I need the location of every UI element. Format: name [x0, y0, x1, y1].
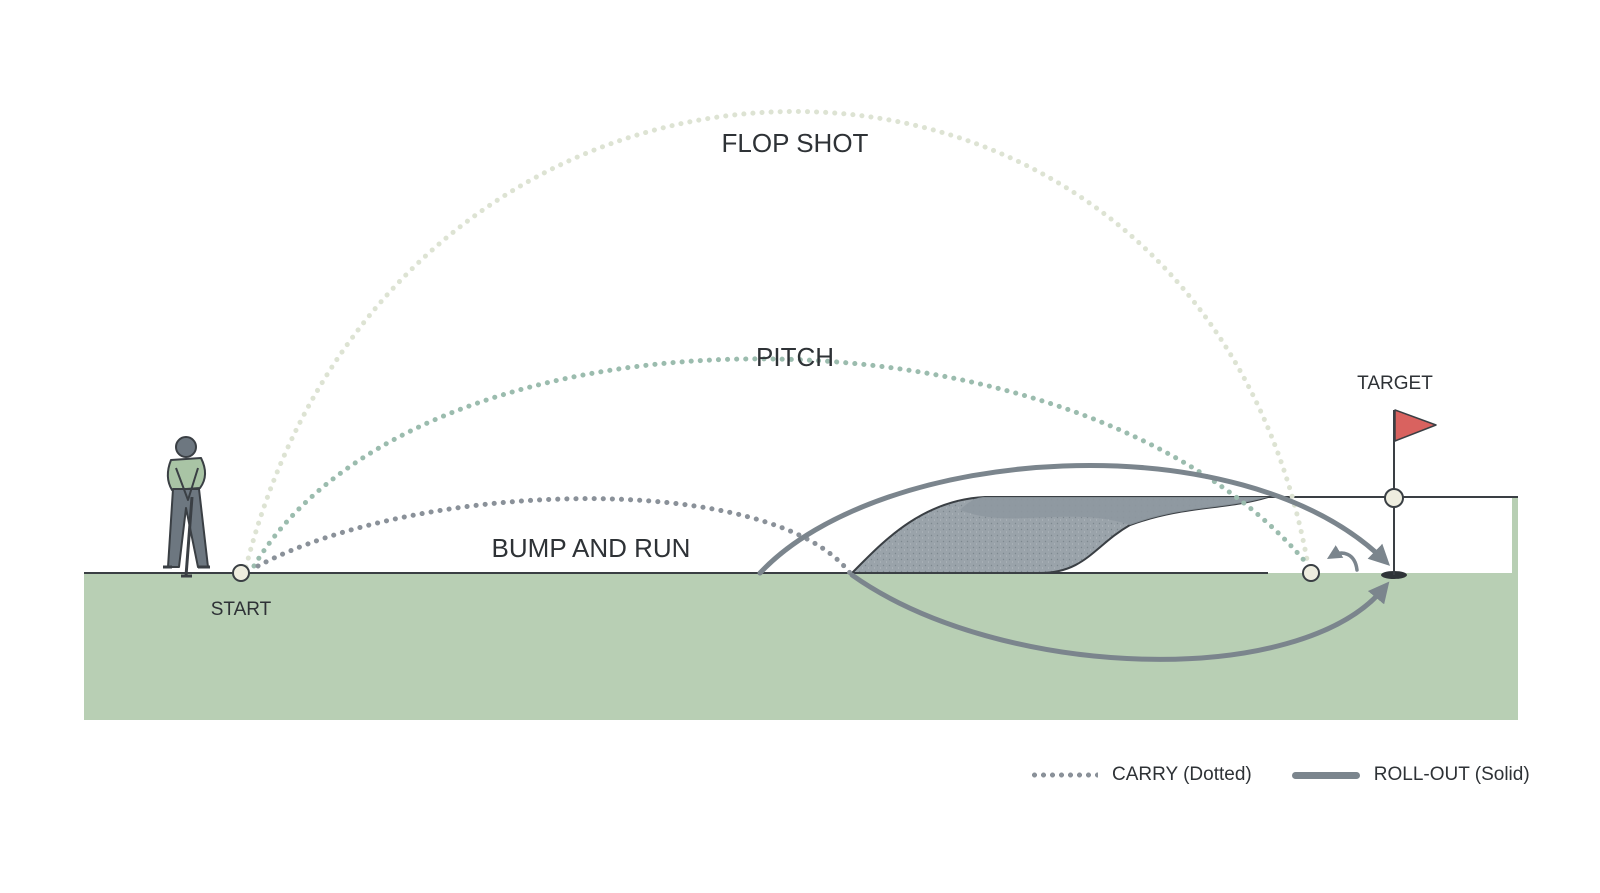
start-label: START: [211, 599, 272, 620]
upper-roll-out: [757, 462, 1391, 576]
start-ball: [232, 564, 250, 582]
legend-carry-label: CARRY (Dotted): [1112, 764, 1252, 785]
golfer-figure: [163, 436, 210, 578]
lower-roll-out: [849, 572, 1390, 662]
flop-shot-label: FLOP SHOT: [722, 128, 869, 158]
target-flag: [1381, 409, 1437, 579]
bump-and-run-label: BUMP AND RUN: [492, 533, 691, 563]
pitch-label: PITCH: [756, 342, 834, 372]
target-label: TARGET: [1357, 373, 1433, 394]
dotted-line-swatch: [1030, 771, 1098, 779]
landing-ball: [1302, 564, 1320, 582]
legend: CARRY (Dotted) ROLL-OUT (Solid): [1030, 760, 1530, 790]
spin-back-arrow: [1326, 545, 1359, 572]
legend-carry: CARRY (Dotted): [1030, 764, 1252, 786]
legend-rollout-label: ROLL-OUT (Solid): [1373, 764, 1530, 785]
legend-rollout: ROLL-OUT (Solid): [1291, 764, 1530, 786]
sand-bunker: [849, 496, 1269, 574]
flop-shot-carry: [243, 109, 1311, 570]
solid-line-swatch: [1291, 771, 1360, 779]
pitch-carry: [251, 356, 1311, 569]
